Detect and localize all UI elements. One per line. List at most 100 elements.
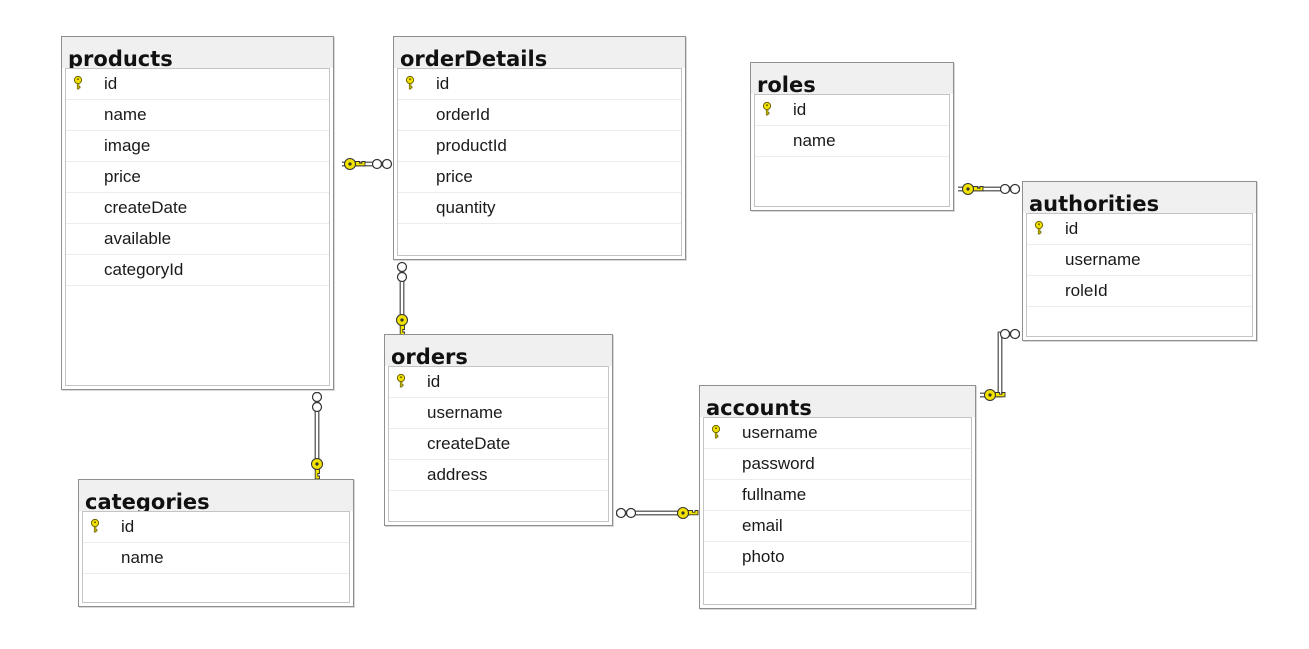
column-name: image bbox=[104, 136, 151, 155]
column-list: id username roleId bbox=[1026, 213, 1253, 337]
column-row[interactable]: id bbox=[1027, 214, 1252, 245]
column-row[interactable]: address bbox=[389, 460, 608, 491]
column-row[interactable]: fullname bbox=[704, 480, 971, 511]
primary-key-icon bbox=[708, 424, 724, 440]
column-name: username bbox=[742, 423, 818, 442]
table-orders[interactable]: orders id username createDate address bbox=[384, 334, 613, 526]
column-row[interactable]: id bbox=[755, 95, 949, 126]
column-row[interactable]: name bbox=[83, 543, 349, 574]
column-name: categoryId bbox=[104, 260, 184, 279]
relationship-line bbox=[980, 331, 1020, 398]
table-header[interactable]: authorities bbox=[1023, 182, 1256, 216]
column-name: id bbox=[104, 74, 118, 93]
primary-key-icon bbox=[1031, 220, 1047, 236]
column-list: username password fullname email photo bbox=[703, 417, 972, 605]
column-name: fullname bbox=[742, 485, 807, 504]
column-name: createDate bbox=[427, 434, 511, 453]
key-icon bbox=[311, 458, 323, 480]
column-row[interactable]: createDate bbox=[66, 193, 329, 224]
column-name: name bbox=[104, 105, 147, 124]
column-row[interactable]: id bbox=[66, 69, 329, 100]
primary-key-icon bbox=[402, 75, 418, 91]
table-title: roles bbox=[757, 73, 816, 97]
table-accounts[interactable]: accounts username password fullname email ph… bbox=[699, 385, 976, 609]
column-name: productId bbox=[436, 136, 507, 155]
column-name: id bbox=[427, 372, 441, 391]
primary-key-icon bbox=[393, 373, 409, 389]
key-icon bbox=[962, 183, 984, 195]
column-name: orderId bbox=[436, 105, 490, 124]
column-list: id name bbox=[754, 94, 950, 207]
column-row[interactable]: price bbox=[398, 162, 681, 193]
column-name: password bbox=[742, 454, 815, 473]
column-name: username bbox=[427, 403, 503, 422]
table-header[interactable]: orders bbox=[385, 335, 612, 369]
table-categories[interactable]: categories id name bbox=[78, 479, 354, 607]
infinity-icon bbox=[999, 183, 1011, 195]
column-name: id bbox=[1065, 219, 1079, 238]
column-name: createDate bbox=[104, 198, 188, 217]
column-row[interactable]: photo bbox=[704, 542, 971, 573]
column-name: name bbox=[121, 548, 164, 567]
column-row[interactable]: username bbox=[389, 398, 608, 429]
column-row[interactable]: id bbox=[83, 512, 349, 543]
column-row[interactable]: name bbox=[755, 126, 949, 157]
table-header[interactable]: categories bbox=[79, 480, 353, 514]
column-row[interactable]: roleId bbox=[1027, 276, 1252, 307]
column-row[interactable]: username bbox=[704, 418, 971, 449]
column-name: price bbox=[436, 167, 473, 186]
table-authorities[interactable]: authorities id username roleId bbox=[1022, 181, 1257, 341]
column-row[interactable]: orderId bbox=[398, 100, 681, 131]
table-title: orders bbox=[391, 345, 468, 369]
column-row[interactable]: categoryId bbox=[66, 255, 329, 286]
infinity-icon bbox=[371, 158, 383, 170]
column-row[interactable]: createDate bbox=[389, 429, 608, 460]
key-icon bbox=[344, 158, 366, 170]
key-icon bbox=[396, 314, 408, 336]
infinity-icon bbox=[999, 328, 1011, 340]
column-row[interactable]: email bbox=[704, 511, 971, 542]
table-orderDetails[interactable]: orderDetails id orderId productId price quan… bbox=[393, 36, 686, 260]
infinity-icon bbox=[615, 507, 627, 519]
column-name: id bbox=[436, 74, 450, 93]
column-row[interactable]: password bbox=[704, 449, 971, 480]
column-name: name bbox=[793, 131, 836, 150]
table-products[interactable]: products id name image price createDate avail… bbox=[61, 36, 334, 390]
column-name: roleId bbox=[1065, 281, 1108, 300]
column-row[interactable]: price bbox=[66, 162, 329, 193]
column-row[interactable]: available bbox=[66, 224, 329, 255]
primary-key-icon bbox=[70, 75, 86, 91]
column-row[interactable]: name bbox=[66, 100, 329, 131]
table-header[interactable]: orderDetails bbox=[394, 37, 685, 71]
column-list: id username createDate address bbox=[388, 366, 609, 522]
table-roles[interactable]: roles id name bbox=[750, 62, 954, 211]
column-row[interactable]: quantity bbox=[398, 193, 681, 224]
key-icon bbox=[984, 389, 1006, 401]
column-row[interactable]: image bbox=[66, 131, 329, 162]
column-row[interactable]: productId bbox=[398, 131, 681, 162]
table-title: categories bbox=[85, 490, 210, 514]
column-list: id orderId productId price quantity bbox=[397, 68, 682, 256]
primary-key-icon bbox=[759, 101, 775, 117]
column-row[interactable]: username bbox=[1027, 245, 1252, 276]
table-header[interactable]: accounts bbox=[700, 386, 975, 420]
table-title: authorities bbox=[1029, 192, 1160, 216]
column-list: id name bbox=[82, 511, 350, 603]
table-header[interactable]: products bbox=[62, 37, 333, 71]
key-icon bbox=[677, 507, 699, 519]
column-name: photo bbox=[742, 547, 785, 566]
column-name: price bbox=[104, 167, 141, 186]
column-list: id name image price createDate available categ… bbox=[65, 68, 330, 386]
column-name: email bbox=[742, 516, 783, 535]
primary-key-icon bbox=[87, 518, 103, 534]
column-name: username bbox=[1065, 250, 1141, 269]
infinity-icon bbox=[311, 391, 323, 403]
table-header[interactable]: roles bbox=[751, 63, 953, 97]
table-title: accounts bbox=[706, 396, 812, 420]
column-row[interactable]: id bbox=[389, 367, 608, 398]
table-title: products bbox=[68, 47, 173, 71]
column-name: id bbox=[121, 517, 135, 536]
column-name: id bbox=[793, 100, 807, 119]
column-row[interactable]: id bbox=[398, 69, 681, 100]
infinity-icon bbox=[396, 261, 408, 273]
